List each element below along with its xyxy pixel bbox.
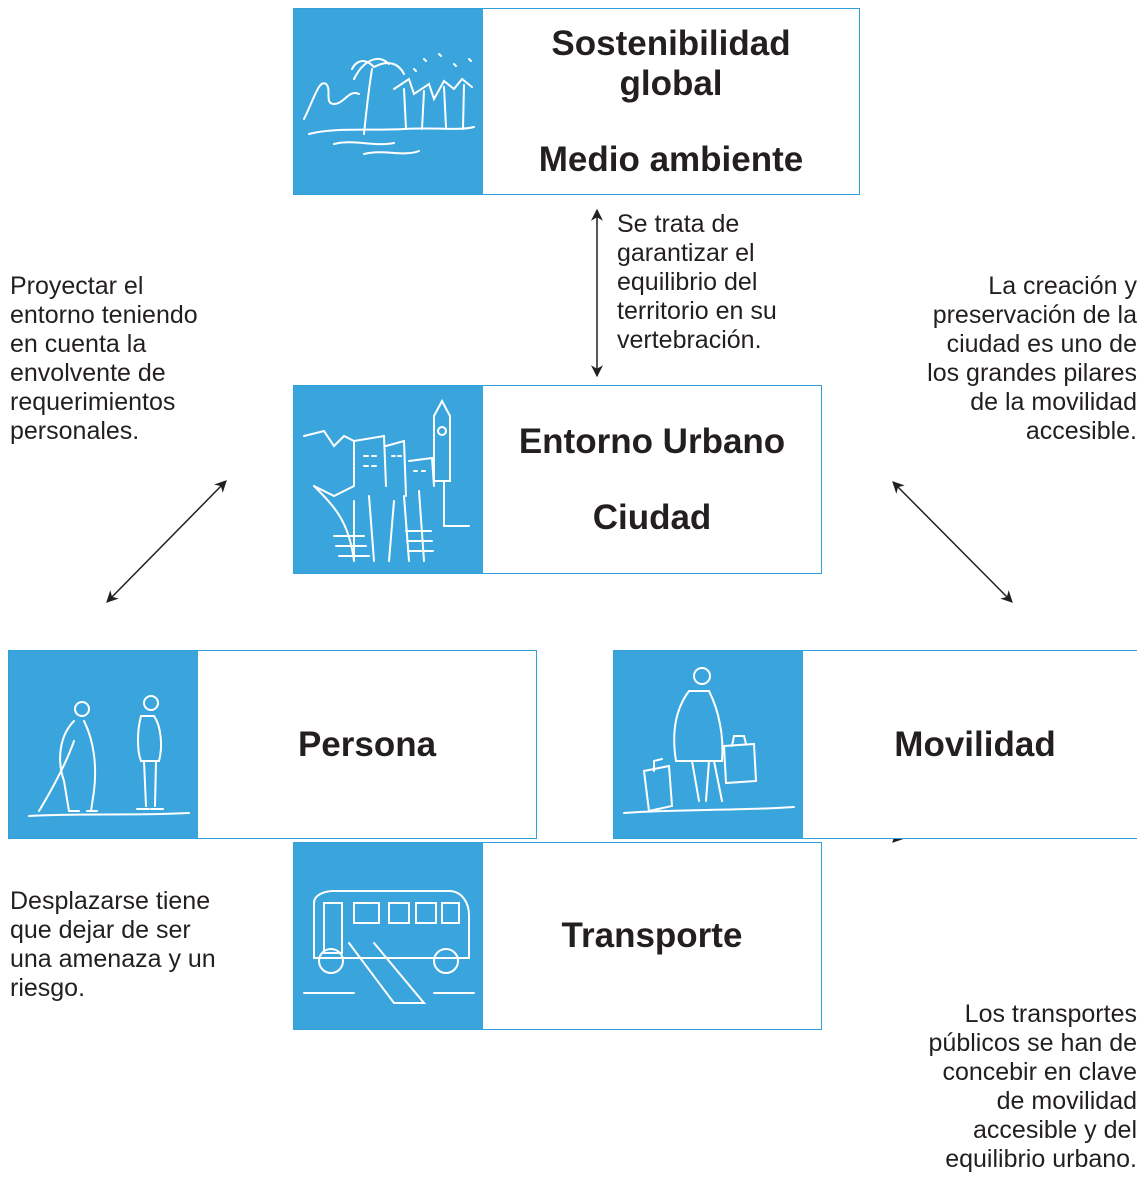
palm-landscape-sketch-icon [294, 9, 483, 194]
node-transporte-label: Transporte [561, 916, 743, 955]
city-buildings-sketch-icon [294, 386, 483, 573]
note-line: territorio en su [617, 297, 777, 325]
node-sostenibilidad-line1: Sostenibilidad [551, 23, 791, 63]
note-line: públicos se han de [928, 1029, 1137, 1057]
node-entorno-line1: Entorno Urbano [518, 421, 786, 461]
note-bottom-right: Los transportes públicos se han de conce… [929, 1000, 1137, 1174]
note-line: accesible. [1025, 417, 1137, 445]
node-transporte: Transporte [293, 842, 822, 1030]
note-line: una amenaza y un [10, 945, 216, 973]
note-line: equilibrio urbano. [945, 1145, 1137, 1173]
note-line: de la movilidad [970, 388, 1137, 416]
node-persona-label: Persona [297, 724, 437, 764]
note-top-right: La creación y preservación de la ciudad … [927, 272, 1137, 446]
arrow-entorno-movilidad [892, 481, 1013, 603]
note-line: preservación de la [932, 301, 1137, 329]
note-line: accesible y del [973, 1116, 1137, 1144]
node-sostenibilidad-line2: global [619, 63, 723, 103]
node-movilidad-text: Movilidad [803, 651, 1137, 838]
note-line: Desplazarse tiene [10, 887, 211, 915]
note-line: ciudad es uno de [946, 330, 1137, 358]
note-line: personales. [10, 417, 140, 445]
node-persona: Persona [8, 650, 537, 839]
note-line: envolvente de [10, 359, 166, 387]
node-sostenibilidad-text: Sostenibilidad global Medio ambiente [483, 9, 859, 194]
node-transporte-text: Transporte [483, 843, 821, 1029]
note-line: concebir en clave [942, 1058, 1137, 1086]
note-top-left: Proyectar el entorno teniendo en cuenta … [10, 272, 198, 446]
note-line: requerimientos [10, 388, 176, 416]
note-line: equilibrio del [617, 268, 758, 296]
note-line: entorno teniendo [10, 301, 198, 329]
note-line: Se trata de [617, 210, 740, 238]
note-bottom-left: Desplazarse tiene que dejar de ser una a… [10, 887, 216, 1003]
node-sostenibilidad: Sostenibilidad global Medio ambiente [293, 8, 860, 195]
note-top-center: Se trata de garantizar el equilibrio del… [617, 210, 777, 355]
note-line: vertebración. [617, 326, 762, 354]
node-sostenibilidad-line3: Medio ambiente [538, 139, 804, 179]
bus-with-ramp-sketch-icon [294, 843, 483, 1029]
node-entorno-text: Entorno Urbano Ciudad [483, 386, 821, 573]
note-line: los grandes pilares [927, 359, 1137, 387]
note-line: Los transportes [964, 1000, 1137, 1028]
person-with-luggage-sketch-icon [614, 651, 803, 838]
node-persona-text: Persona [198, 651, 536, 838]
node-entorno-urbano: Entorno Urbano Ciudad [293, 385, 822, 574]
note-line: Proyectar el [10, 272, 144, 300]
node-movilidad: Movilidad [613, 650, 1137, 839]
note-line: en cuenta la [10, 330, 147, 358]
node-entorno-line2: Ciudad [592, 497, 712, 537]
note-line: La creación y [988, 272, 1137, 300]
note-line: que dejar de ser [10, 916, 191, 944]
two-persons-sketch-icon [9, 651, 198, 838]
note-line: de movilidad [996, 1087, 1137, 1115]
note-line: garantizar el [617, 239, 755, 267]
node-movilidad-label: Movilidad [894, 724, 1056, 764]
note-line: riesgo. [10, 974, 86, 1002]
arrow-entorno-persona [106, 480, 227, 603]
